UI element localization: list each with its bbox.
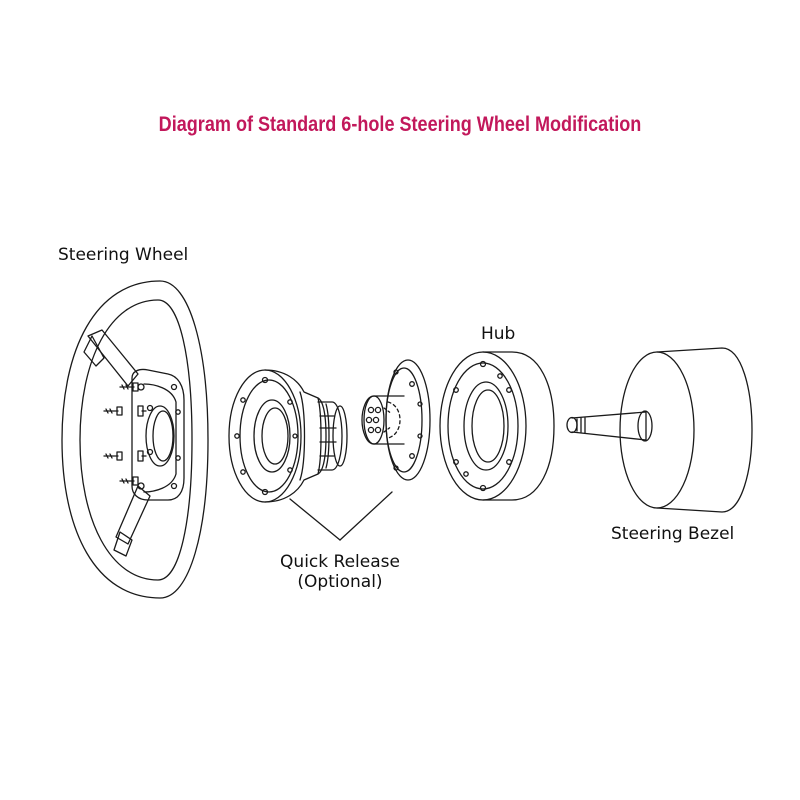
steering-wheel-screws — [104, 383, 146, 485]
diagram-title: Diagram of Standard 6-hole Steering Whee… — [158, 113, 642, 136]
label-hub: Hub — [481, 324, 516, 344]
bezel-face — [620, 352, 694, 508]
steering-wheel-drawing — [62, 281, 208, 598]
steering-wheel-bore — [146, 406, 174, 466]
quick-release-bracket — [290, 492, 392, 540]
label-quick-release-line1: Quick Release — [280, 552, 400, 572]
label-quick-release-line2: (Optional) — [297, 572, 383, 593]
steering-wheel-spoke-bottom — [116, 486, 150, 544]
steering-wheel-rim-outer — [62, 281, 208, 598]
label-quick-release: Quick Release (Optional) — [255, 552, 425, 593]
steering-shaft — [572, 412, 646, 440]
steering-wheel-spoke-top — [88, 330, 138, 386]
quick-release-female — [229, 370, 347, 502]
steering-bezel-drawing — [567, 348, 752, 512]
label-steering-wheel: Steering Wheel — [58, 245, 189, 265]
hub-holes — [454, 362, 512, 491]
quick-release-male — [362, 360, 430, 480]
hub-drawing — [440, 352, 554, 500]
steering-wheel-rim-inner — [80, 300, 192, 580]
steering-wheel-center-plate — [132, 369, 184, 500]
quick-release-holes — [235, 378, 297, 495]
label-steering-bezel: Steering Bezel — [611, 524, 735, 544]
bezel-body — [657, 348, 752, 512]
